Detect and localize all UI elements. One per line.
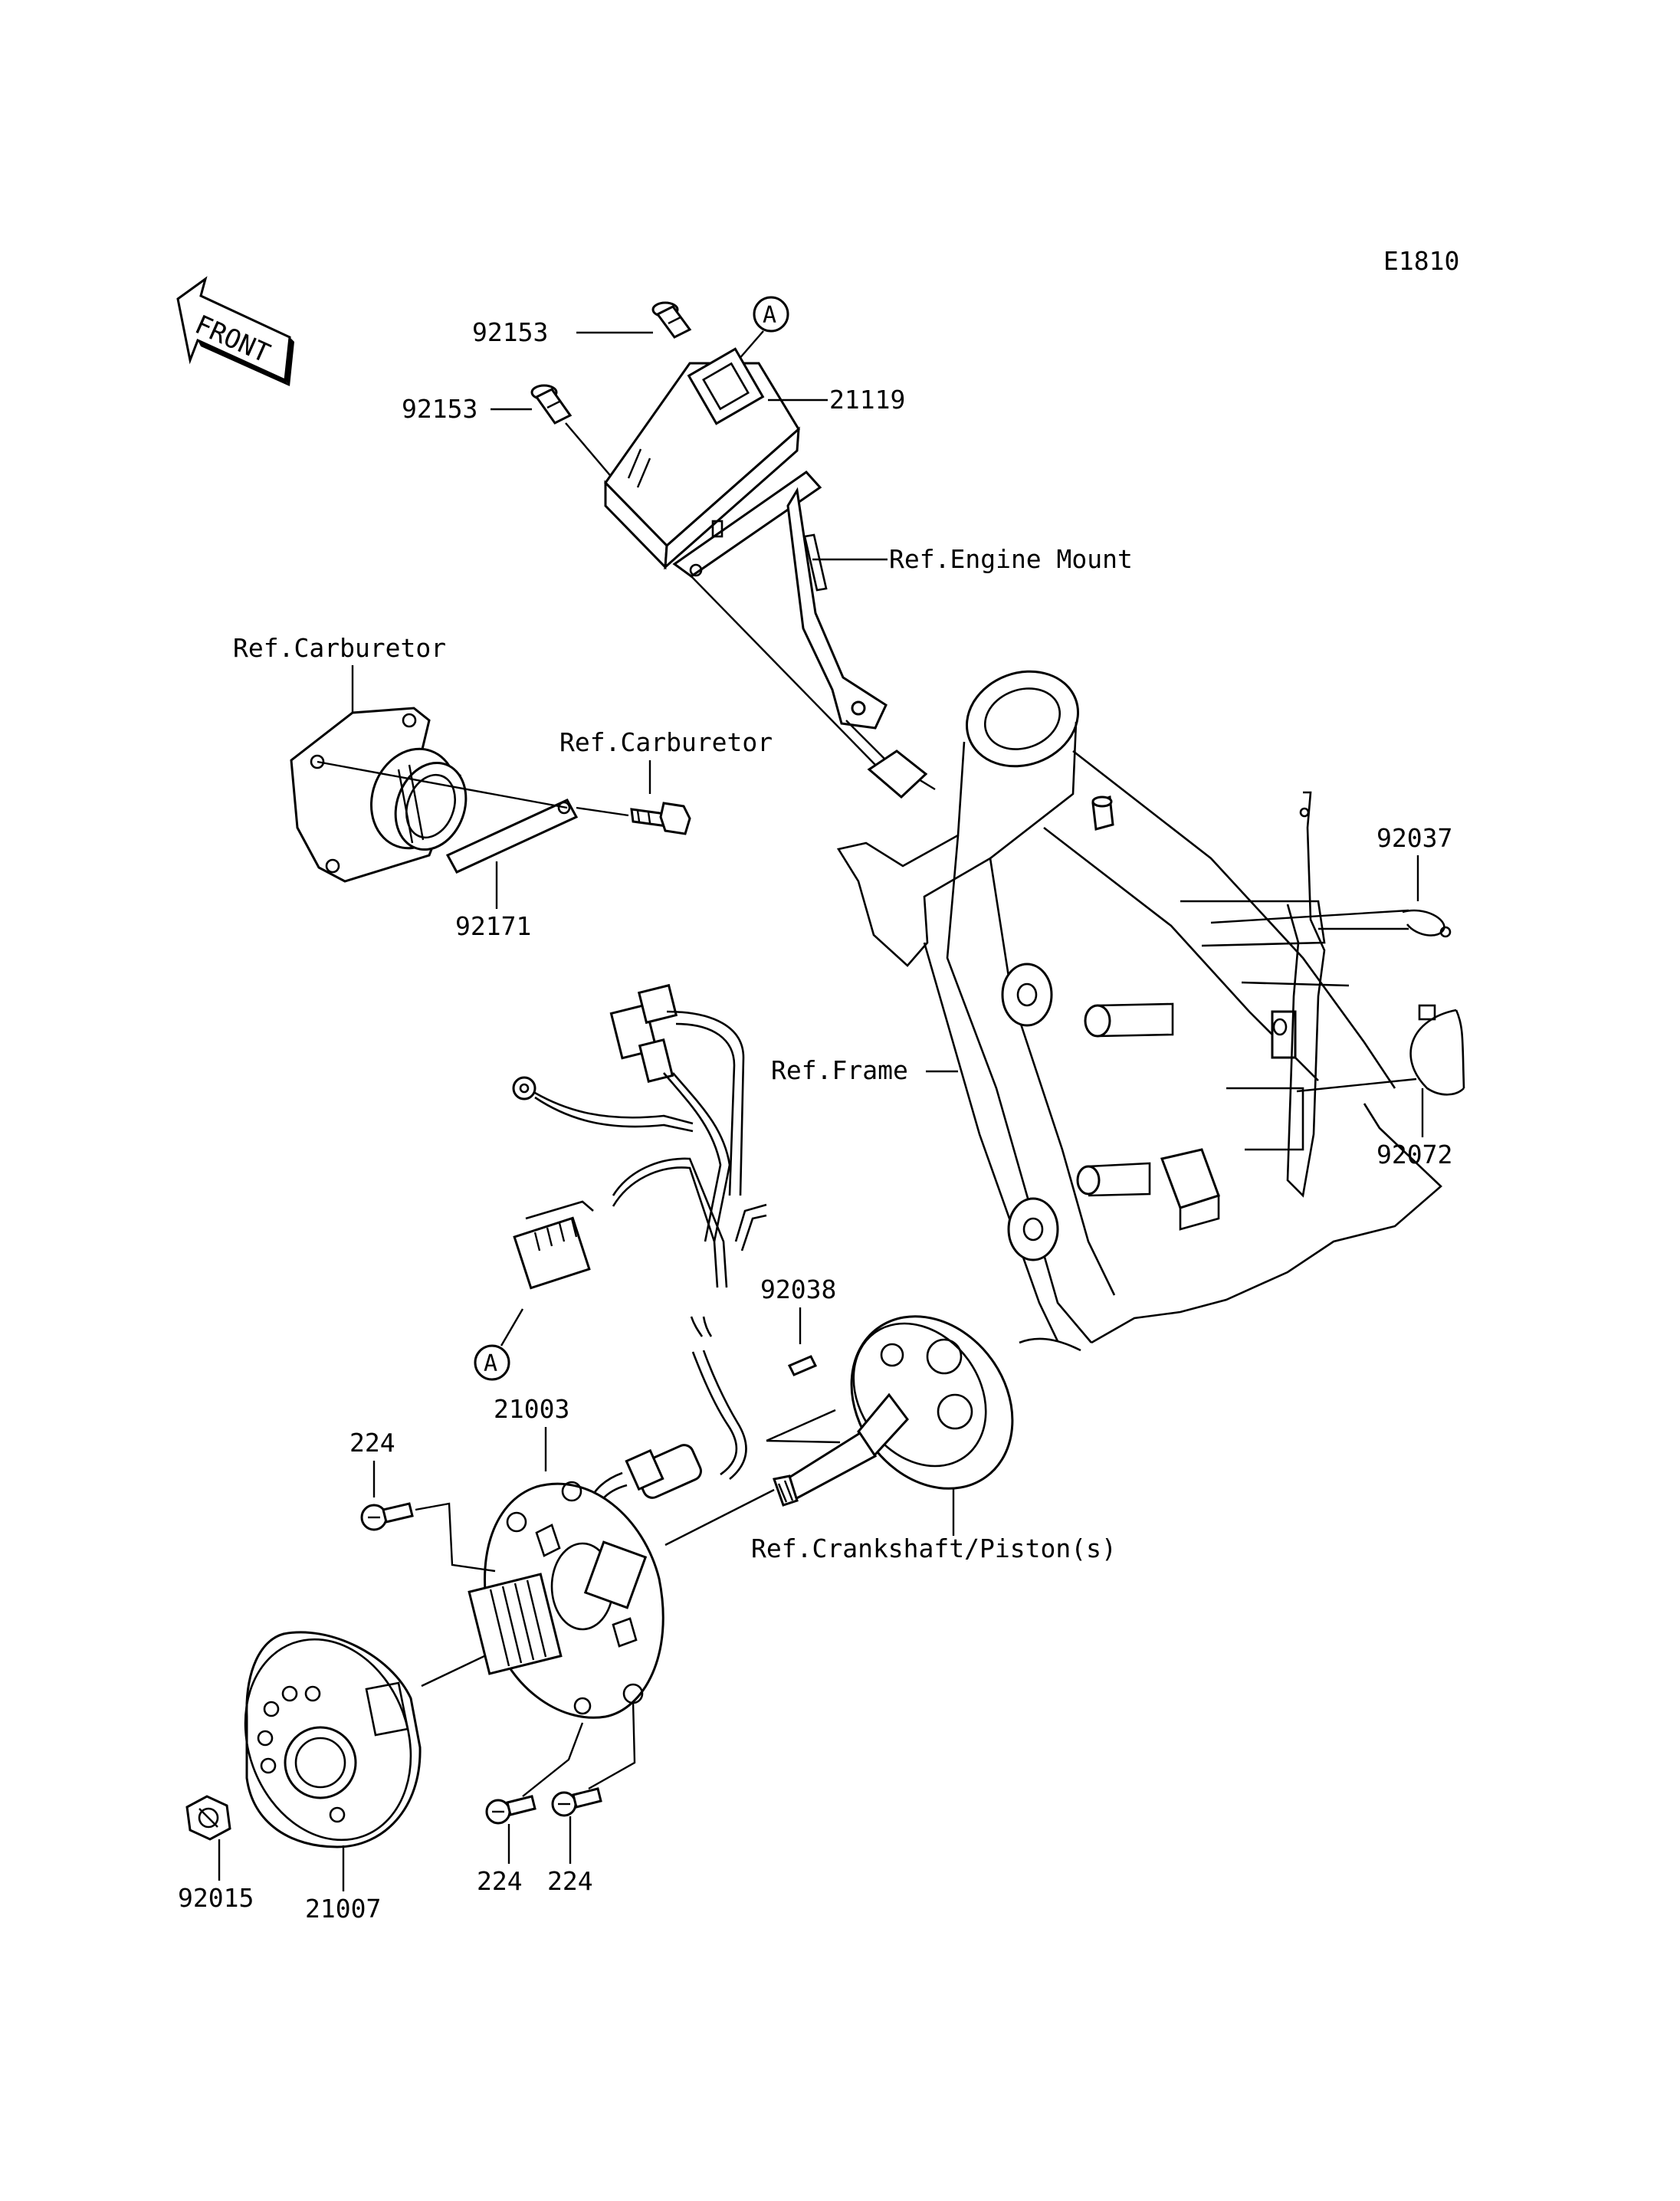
- screw-3-icon: [551, 1787, 602, 1817]
- stator-icon: [468, 1481, 664, 1719]
- bolt-upper-icon: [651, 301, 692, 339]
- key-icon: [787, 1355, 818, 1376]
- marker-a-top: A: [753, 296, 789, 333]
- label-screw-2: 224: [477, 1866, 523, 1896]
- carburetor-bolt-icon: [630, 802, 691, 835]
- nut-icon: [185, 1795, 231, 1841]
- label-frame: Ref.Frame: [771, 1055, 908, 1085]
- label-engine-mount: Ref.Engine Mount: [889, 544, 1133, 574]
- crankshaft-icon: [773, 1315, 1014, 1507]
- front-arrow-icon: FRONT: [176, 276, 294, 386]
- label-clamp-1: 92037: [1376, 823, 1452, 853]
- label-stator: 21003: [494, 1394, 569, 1424]
- label-plate: 92171: [455, 911, 531, 941]
- wiring-harness-icon: [512, 983, 767, 1512]
- label-clamp-2: 92072: [1376, 1140, 1452, 1169]
- marker-a-lower: A: [474, 1344, 510, 1381]
- label-crankshaft: Ref.Crankshaft/Piston(s): [751, 1533, 1117, 1563]
- label-rotor: 21007: [305, 1894, 381, 1924]
- diagram-code: E1810: [1383, 246, 1459, 276]
- cdi-unit-icon: [604, 347, 800, 570]
- screw-1-icon: [360, 1502, 414, 1531]
- label-bolt-upper: 92153: [472, 317, 548, 347]
- screw-2-icon: [485, 1795, 536, 1825]
- frame-icon: [836, 670, 1442, 1352]
- label-bolt-lower: 92153: [402, 394, 477, 424]
- clamp-1-icon: [1402, 909, 1452, 938]
- plate-icon: [445, 799, 579, 874]
- bolt-lower-icon: [530, 384, 573, 425]
- svg-text:A: A: [484, 1350, 497, 1377]
- label-screw-3: 224: [547, 1866, 593, 1896]
- label-nut: 92015: [178, 1883, 254, 1913]
- label-key: 92038: [760, 1274, 836, 1304]
- label-carburetor-2: Ref.Carburetor: [559, 727, 773, 757]
- carburetor-flange-icon: [290, 707, 468, 883]
- svg-text:A: A: [763, 302, 776, 329]
- mount-bracket-icon: [672, 471, 888, 730]
- label-carburetor-1: Ref.Carburetor: [233, 633, 446, 663]
- label-screw-1: 224: [349, 1428, 395, 1458]
- clamp-2-icon: [1409, 1004, 1465, 1096]
- rotor-icon: [244, 1631, 422, 1848]
- label-cdi-unit: 21119: [829, 385, 905, 415]
